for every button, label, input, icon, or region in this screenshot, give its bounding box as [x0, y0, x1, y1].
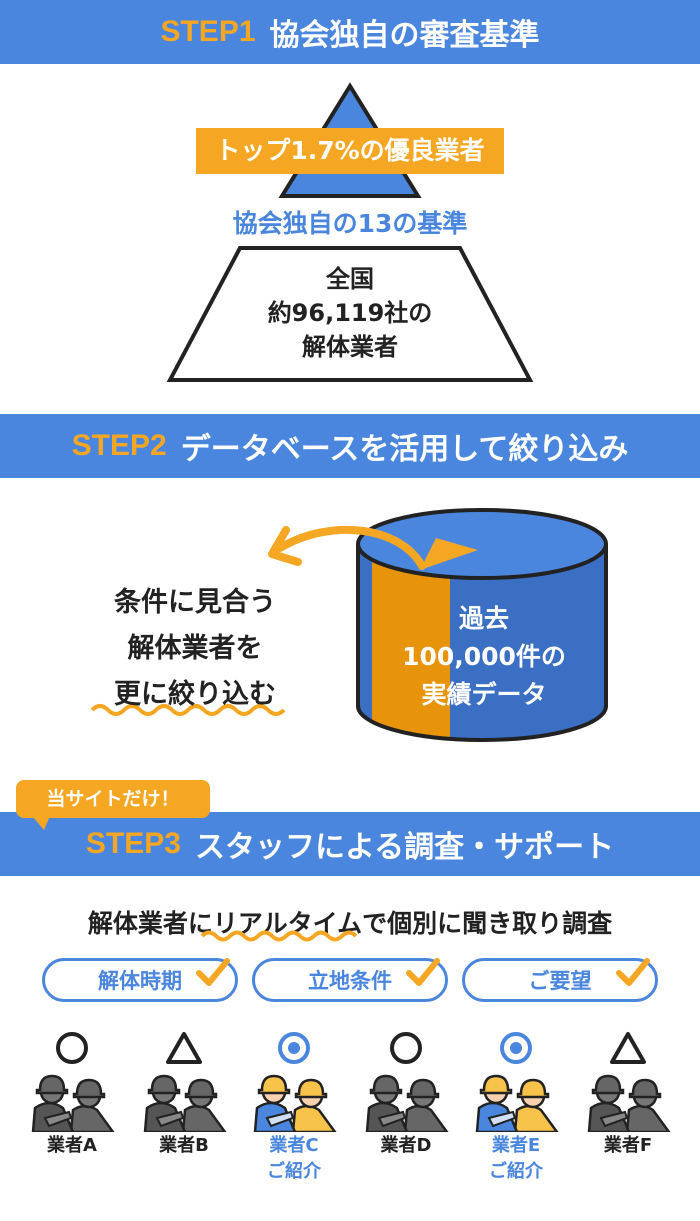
exclusive-badge-shape	[16, 780, 210, 830]
base-line-2: 約96,119社の	[267, 299, 433, 327]
worker-card: 業者B	[134, 1030, 234, 1160]
circle-mark-icon	[390, 1032, 422, 1064]
worker-label: 業者C	[269, 1135, 319, 1156]
wavy-underline	[90, 704, 286, 716]
pill-requests: ご要望	[462, 958, 658, 1002]
check-icon	[616, 958, 650, 986]
criteria-label: 協会独自の13の基準	[232, 209, 468, 238]
pyramid-base-trapezoid	[166, 246, 534, 382]
workers-illustration-icon	[475, 1074, 559, 1132]
base-line-3: 解体業者	[302, 333, 398, 361]
step2-number: STEP2	[71, 429, 167, 462]
db-line-2: 100,000件の	[402, 642, 566, 671]
triangle-mark-icon	[166, 1032, 202, 1064]
pill-label: 立地条件	[308, 969, 392, 993]
check-icon	[406, 958, 440, 986]
db-text: 過去 100,000件の 実績データ	[380, 600, 588, 714]
base-text: 全国 約96,119社の 解体業者	[230, 262, 470, 364]
step1-number: STEP1	[160, 15, 256, 48]
workers-illustration-icon	[587, 1074, 671, 1132]
worker-intro: ご紹介	[489, 1161, 543, 1182]
step3-number: STEP3	[85, 827, 181, 860]
double-circle-mark-icon	[500, 1032, 532, 1064]
workers-illustration-icon	[253, 1074, 337, 1132]
worker-label: 業者A	[47, 1135, 97, 1156]
workers-illustration-icon	[365, 1074, 449, 1132]
worker-label: 業者D	[380, 1135, 432, 1156]
db-line-3: 実績データ	[421, 680, 547, 709]
subtitle-underline	[200, 930, 358, 942]
step1-header: STEP1 協会独自の審査基準	[0, 0, 700, 64]
worker-card: 業者A	[22, 1030, 122, 1160]
worker-card: 業者C ご紹介	[244, 1030, 344, 1184]
check-icon	[196, 958, 230, 986]
triangle-mark-icon	[610, 1032, 646, 1064]
worker-label: 業者B	[159, 1135, 209, 1156]
db-line-1: 過去	[458, 604, 509, 633]
step3-title: スタッフによる調査・サポート	[194, 830, 615, 865]
circle-mark-icon	[56, 1032, 88, 1064]
top-percent-label: トップ1.7%の優良業者	[196, 128, 504, 174]
filter-text: 条件に見合う 解体業者を 更に絞り込む	[80, 580, 310, 718]
worker-card: 業者D	[356, 1030, 456, 1160]
step1-title: 協会独自の審査基準	[269, 18, 540, 53]
arrow-start-wedge	[420, 538, 478, 570]
worker-label: 業者E	[491, 1135, 541, 1156]
worker-intro: ご紹介	[267, 1161, 321, 1182]
pill-demolition-timing: 解体時期	[42, 958, 238, 1002]
base-line-1: 全国	[326, 265, 374, 293]
step2-header: STEP2 データベースを活用して絞り込み	[0, 414, 700, 478]
double-circle-mark-icon	[278, 1032, 310, 1064]
database-graphic	[90, 508, 608, 742]
step2-title: データベースを活用して絞り込み	[180, 432, 629, 467]
workers-illustration-icon	[143, 1074, 227, 1132]
filter-line-2: 解体業者を	[127, 633, 263, 664]
exclusive-badge: 当サイトだけ！	[46, 788, 180, 810]
pill-label: 解体時期	[98, 969, 182, 993]
filter-line-3: 更に絞り込む	[114, 679, 276, 710]
pill-location: 立地条件	[252, 958, 448, 1002]
step3-header: STEP3 スタッフによる調査・サポート	[0, 812, 700, 876]
curved-arrow	[276, 525, 426, 570]
worker-card: 業者E ご紹介	[466, 1030, 566, 1184]
filter-line-1: 条件に見合う	[114, 587, 276, 618]
worker-card: 業者F	[578, 1030, 678, 1160]
arrow-head	[268, 526, 302, 566]
workers-illustration-icon	[31, 1074, 115, 1132]
pill-label: ご要望	[528, 969, 592, 993]
worker-label: 業者F	[603, 1135, 653, 1156]
